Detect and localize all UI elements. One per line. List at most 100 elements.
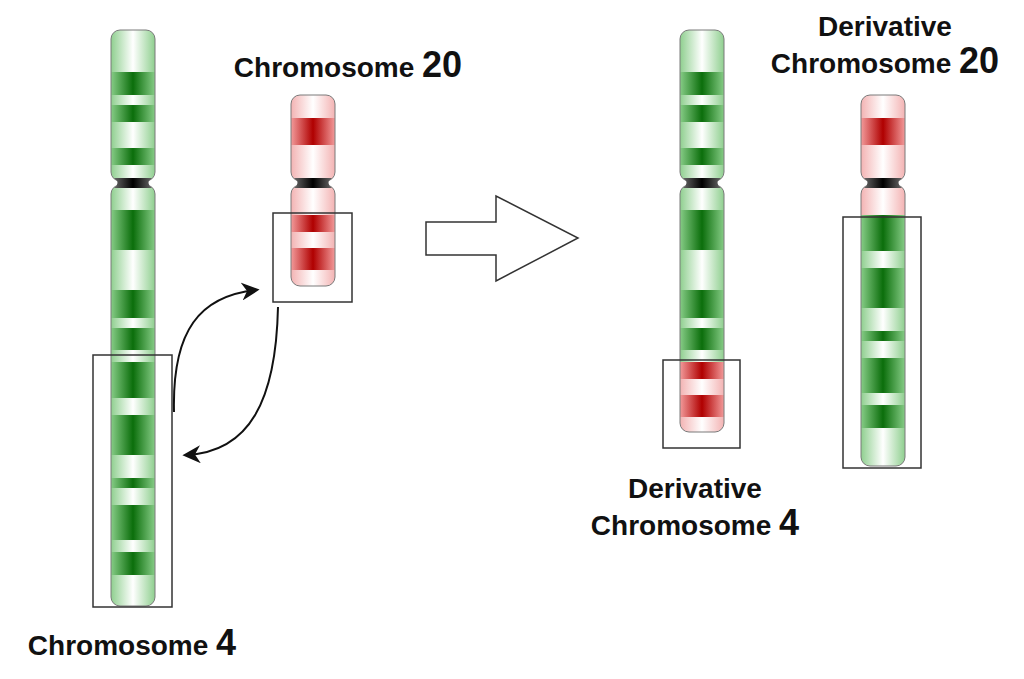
- chromosome-label: Derivative Chromosome 20: [760, 12, 1010, 81]
- chromosome-band: [680, 148, 724, 165]
- chromosome-band: [861, 308, 905, 331]
- chromosome-band: [680, 122, 724, 148]
- derivative-chromosome-20: [861, 95, 905, 466]
- segment-box: [663, 360, 740, 448]
- label-word: 4: [779, 502, 799, 543]
- chromosome-band: [861, 458, 905, 466]
- chromosome-band: [861, 393, 905, 405]
- result-arrow: [426, 196, 578, 281]
- chromosome-band: [861, 428, 905, 459]
- chromosome-band: [680, 165, 724, 180]
- chromosome-band: [680, 290, 724, 318]
- chromosome-arm: [111, 30, 155, 180]
- chromosome-band: [291, 215, 335, 232]
- chromosome-band: [680, 379, 724, 395]
- chromosome-band: [680, 105, 724, 122]
- segment-box: [273, 213, 352, 302]
- chromosome-band: [861, 251, 905, 268]
- chromosome-band: [111, 105, 155, 122]
- chromosome-band: [111, 488, 155, 505]
- chromosome-arm: [680, 186, 724, 432]
- chromosome-band: [111, 398, 155, 415]
- label-word: Chromosome: [234, 52, 422, 83]
- chromosome-band: [861, 358, 905, 393]
- chromosome-band: [111, 328, 155, 350]
- chromosome-outline: [291, 95, 335, 181]
- chromosome-band: [111, 210, 155, 250]
- chromosome-label: Chromosome 20: [183, 46, 513, 85]
- chromosome-band: [111, 505, 155, 540]
- chromosome-band: [111, 165, 155, 180]
- chromosome-band: [111, 552, 155, 575]
- chromosome-arm: [861, 95, 905, 180]
- chromosome-band: [111, 122, 155, 148]
- chromosome-arm: [861, 186, 905, 466]
- chromosome-band: [111, 362, 155, 398]
- chromosome-band: [861, 145, 905, 180]
- chromosome-band: [680, 210, 724, 250]
- label-word: 4: [216, 622, 236, 663]
- chromosome-band: [861, 341, 905, 358]
- chromosome-outline: [861, 95, 905, 181]
- chromosome-band: [680, 95, 724, 105]
- label-word: 20: [422, 44, 462, 85]
- chromosome-band: [291, 248, 335, 270]
- chromosome-band: [680, 328, 724, 350]
- chromosome-band: [111, 318, 155, 328]
- chromosome-band: [680, 417, 724, 432]
- chromosome-label: Chromosome 4: [12, 624, 252, 663]
- chromosome-band: [291, 270, 335, 286]
- chromosome-drawings: [111, 30, 905, 606]
- chromosome-band: [861, 186, 905, 215]
- chromosome-band: [111, 290, 155, 318]
- chromosome-outline: [680, 30, 724, 181]
- chromosome-band: [680, 72, 724, 95]
- chromosome-outline: [111, 185, 155, 606]
- centromere: [294, 178, 332, 188]
- chromosome-band: [291, 95, 335, 118]
- chromosome-arm: [111, 186, 155, 606]
- chromosome-band: [291, 186, 335, 215]
- label-word: Derivative: [818, 11, 952, 42]
- derivative-chromosome-4: [680, 30, 724, 433]
- chromosome-band: [111, 186, 155, 210]
- chromosome-band: [861, 215, 905, 251]
- chromosome-band: [680, 362, 724, 379]
- chromosome-label: Derivative Chromosome 4: [570, 474, 820, 543]
- chromosome-4: [111, 30, 155, 606]
- chromosome-outline: [680, 185, 724, 432]
- segment-box: [93, 355, 172, 607]
- chromosome-band: [680, 30, 724, 72]
- chromosome-band: [861, 268, 905, 308]
- chromosome-band: [861, 95, 905, 118]
- chromosome-band: [111, 478, 155, 488]
- chromosome-band: [291, 232, 335, 248]
- chromosome-band: [111, 455, 155, 478]
- chromosome-band: [111, 540, 155, 552]
- chromosome-band: [111, 350, 155, 362]
- chromosome-band: [111, 148, 155, 165]
- chromosome-band: [111, 415, 155, 455]
- chromosome-outline: [861, 185, 905, 466]
- centromere: [864, 178, 902, 188]
- chromosome-band: [680, 318, 724, 328]
- chromosome-band: [291, 118, 335, 145]
- chromosome-band: [111, 250, 155, 290]
- label-word: Derivative: [628, 473, 762, 504]
- chromosome-band: [680, 186, 724, 210]
- chromosome-band: [111, 575, 155, 606]
- label-word: 20: [959, 40, 999, 81]
- chromosome-band: [111, 95, 155, 105]
- segment-box: [843, 217, 921, 468]
- chromosome-band: [861, 118, 905, 145]
- label-word: Chromosome: [591, 510, 779, 541]
- chromosome-outline: [291, 185, 335, 286]
- exchange-arrow: [174, 290, 256, 412]
- chromosome-arm: [291, 186, 335, 286]
- chromosome-band: [861, 331, 905, 341]
- centromere: [114, 178, 152, 188]
- chromosome-20: [291, 95, 335, 286]
